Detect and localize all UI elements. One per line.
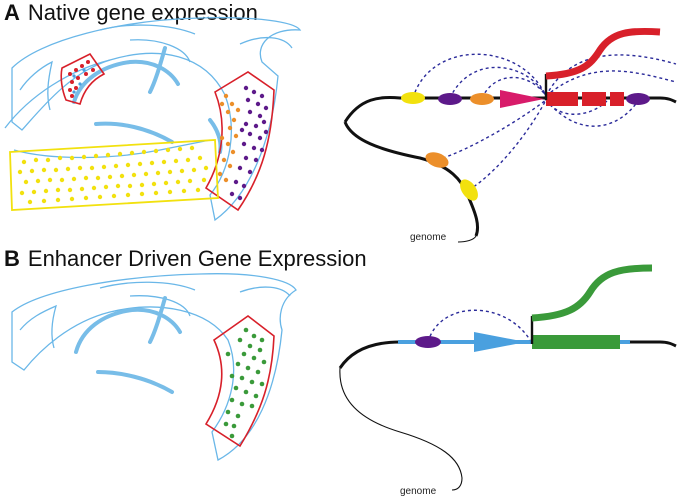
promoter-arrow-a — [500, 90, 544, 108]
region-red-right-a — [204, 71, 275, 212]
brain-section-a — [4, 16, 302, 222]
brain-fold-2-b — [99, 281, 196, 291]
enhancer-loops-a — [412, 53, 677, 191]
brain-fold-3-a — [19, 60, 53, 111]
brain-cerebellum-a — [239, 37, 293, 49]
panel-b-title: B Enhancer Driven Gene Expression — [4, 246, 367, 272]
enhancer-purple-2-a — [626, 93, 650, 105]
panel-a-title: A Native gene expression — [4, 0, 258, 26]
gene-exon-2-a — [582, 92, 606, 106]
dots-green-b — [223, 327, 267, 439]
brain-fold-1-b — [19, 304, 58, 349]
genome-tail-a — [457, 235, 477, 243]
genome-branch-a — [343, 121, 480, 237]
brain-outline-outer-b — [11, 273, 297, 461]
enhancer-yellow-1-a — [401, 92, 425, 104]
thick-curve-2-a — [94, 121, 174, 144]
thick-curve-2-b — [96, 370, 174, 394]
enhancer-purple-b — [415, 336, 441, 348]
mrna-transcript-a — [545, 27, 661, 80]
brain-fold-4-b — [239, 286, 291, 297]
panel-b-letter: B — [4, 246, 20, 271]
region-red-b — [204, 315, 275, 448]
brain-section-b — [11, 273, 297, 461]
genome-line-b — [338, 340, 677, 369]
brain-fold-5-a — [129, 39, 191, 63]
reporter-gene-b — [532, 335, 620, 349]
region-red-upper-a — [60, 52, 106, 105]
gene-exon-3-a — [610, 92, 624, 106]
dots-blue-upper-a — [72, 68, 86, 94]
enhancer-loop-b — [427, 309, 531, 343]
genome-branch-b — [339, 367, 463, 491]
enhancer-orange-1-a — [470, 93, 494, 105]
brain-fold-2-a — [13, 139, 211, 159]
promoter-arrow-b — [474, 332, 526, 352]
genome-line-a — [343, 95, 677, 123]
thick-curve-3-a — [148, 46, 167, 94]
thick-curve-1-b — [74, 307, 182, 354]
mrna-transcript-b — [531, 264, 653, 322]
thick-curve-3-b — [148, 296, 167, 344]
gene-exon-1-a — [546, 92, 578, 106]
panel-a-heading: Native gene expression — [27, 0, 258, 25]
enhancer-yellow-2-a — [460, 179, 478, 201]
brain-fold-3-b — [129, 295, 191, 317]
dots-red-upper-a — [68, 60, 95, 98]
dots-yellow-a — [17, 145, 209, 205]
dots-orange-a — [217, 93, 241, 183]
thick-curve-1-a — [72, 59, 180, 104]
enhancer-purple-1-a — [438, 93, 462, 105]
dots-purple-a — [229, 85, 269, 201]
brain-outline-outer-a — [11, 16, 302, 222]
region-yellow-a — [9, 139, 219, 211]
genome-schematic-a: genome — [343, 27, 677, 243]
genome-label-b: genome — [400, 486, 437, 497]
genome-label-a: genome — [410, 232, 447, 243]
panel-a-letter: A — [4, 0, 20, 25]
brain-fold-4-a — [99, 24, 196, 35]
enhancer-orange-2-a — [425, 152, 449, 168]
genome-schematic-b: genome — [338, 264, 677, 497]
brain-thick-curves-b — [74, 296, 182, 394]
panel-b-heading: Enhancer Driven Gene Expression — [27, 246, 367, 271]
